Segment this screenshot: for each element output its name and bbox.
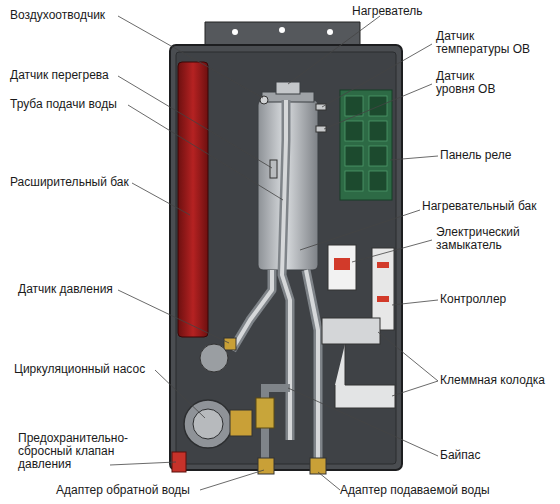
return-pipe-highlight — [232, 270, 272, 350]
relay-modules — [345, 96, 387, 191]
part-label: Датчик давления — [18, 283, 113, 296]
pump-body — [184, 400, 232, 448]
pipe-fitting — [200, 344, 228, 372]
return-adapter — [258, 458, 274, 474]
part-label: Труба подачи воды — [10, 98, 117, 111]
bracket-hole — [327, 29, 333, 35]
bracket-hole — [279, 27, 285, 33]
terminal-bus — [335, 344, 395, 408]
part-label: Байпас — [440, 449, 480, 462]
part-label: Панель реле — [440, 149, 511, 162]
leader-lines — [110, 16, 438, 490]
part-label: Клеммная колодка — [440, 374, 545, 387]
supply-adapter — [310, 458, 326, 474]
part-label: Датчик температуры ОВ — [436, 30, 536, 56]
outlet-pipe-highlight — [306, 270, 318, 460]
part-label: Предохранительно- сбросный клапан давлен… — [18, 432, 136, 471]
pressure-sensor — [224, 338, 236, 350]
bracket-hole — [232, 29, 238, 35]
back-plate — [176, 52, 396, 464]
part-label: Нагреватель — [352, 5, 423, 18]
temp-sensor — [316, 104, 326, 110]
pump-cover — [193, 409, 223, 439]
part-label: Датчик уровня ОВ — [436, 70, 516, 96]
part-label: Адаптер подаваемой воды — [340, 484, 490, 497]
part-label: Нагревательный бак — [422, 200, 536, 213]
part-label: Контроллер — [440, 293, 506, 306]
relay-panel — [340, 90, 392, 200]
contactor-mark — [334, 258, 350, 270]
part-label: Электрический замыкатель — [436, 226, 546, 252]
outlet-pipe — [306, 270, 318, 460]
part-label: Воздухоотводчик — [10, 9, 105, 22]
part-label: Адаптер обратной воды — [56, 484, 190, 497]
overheat-sensor — [270, 160, 277, 178]
part-label: Датчик перегрева — [10, 69, 109, 82]
part-label: Расширительный бак — [10, 176, 129, 189]
pump-terminal — [230, 410, 252, 436]
part-label: Циркуляционный насос — [14, 363, 145, 376]
contactor — [328, 245, 356, 290]
controller-led — [377, 262, 389, 268]
expansion-tank — [178, 62, 208, 337]
terminal-block — [322, 318, 380, 344]
controller-led — [377, 296, 389, 302]
bypass-valve — [256, 398, 274, 428]
return-pipe — [232, 270, 272, 350]
